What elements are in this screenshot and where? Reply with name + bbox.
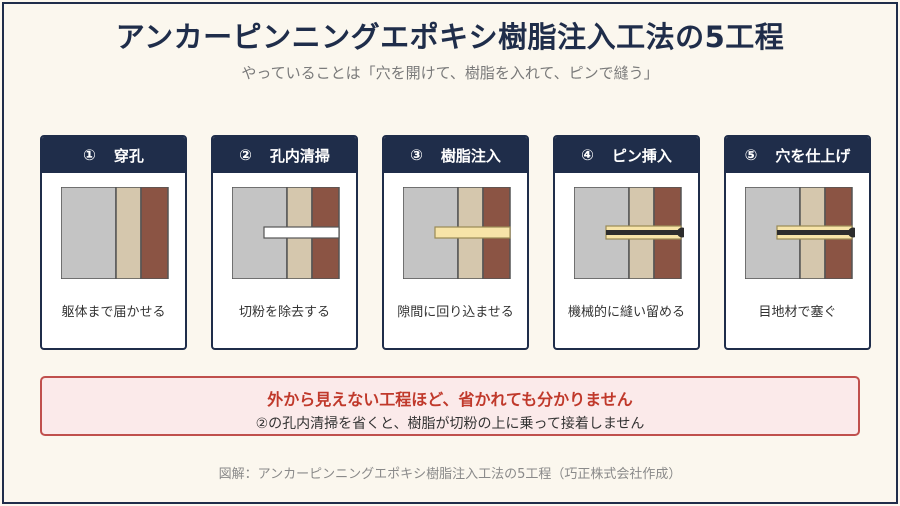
resin-injection-illustration (403, 187, 511, 279)
step-caption: 機械的に縫い留める (567, 305, 685, 320)
step-label: 樹脂注入 (440, 146, 501, 165)
step-caption: 切粉を除去する (238, 305, 330, 320)
diagram-title: アンカーピンニングエポキシ樹脂注入工法の5工程 (115, 20, 785, 54)
step-number: ④ (581, 146, 594, 164)
step-caption: 隙間に回り込ませる (397, 305, 514, 320)
step-number: ② (239, 146, 252, 164)
step-header: ④ ピン挿入 (555, 137, 698, 173)
step-number: ① (83, 146, 96, 164)
step-card-3: ③ 樹脂注入 隙間に回り込ませる (382, 135, 529, 350)
step-header: ③ 樹脂注入 (384, 137, 527, 173)
step-header: ⑤ 穴を仕上げ (726, 137, 869, 173)
step-caption: 目地材で塞ぐ (758, 305, 837, 320)
step-label: 穴を仕上げ (775, 146, 851, 165)
diagram-subtitle: やっていることは「穴を開けて、樹脂を入れて、ピンで縫う」 (241, 64, 659, 82)
step-header: ① 穿孔 (42, 137, 185, 173)
pin-insertion-illustration (574, 187, 684, 279)
figure-caption: 図解：アンカーピンニングエポキシ樹脂注入工法の5工程（巧正株式会社作成） (218, 467, 682, 482)
step-caption: 躯体まで届かせる (61, 305, 166, 320)
step-label: ピン挿入 (611, 146, 672, 165)
step-label: 孔内清掃 (269, 146, 330, 165)
step-card-2: ② 孔内清掃 切粉を除去する (211, 135, 358, 350)
step-card-5: ⑤ 穴を仕上げ 目地材で塞ぐ (724, 135, 871, 350)
warning-detail: ②の孔内清掃を省くと、樹脂が切粉の上に乗って接着しません (255, 416, 645, 432)
step-label: 穿孔 (113, 146, 144, 165)
warning-box: 外から見えない工程ほど、省かれても分かりません ②の孔内清掃を省くと、樹脂が切粉… (40, 376, 860, 436)
step-card-1: ① 穿孔 躯体まで届かせる (40, 135, 187, 350)
cleaning-illustration (232, 187, 340, 279)
finishing-illustration (745, 187, 855, 279)
step-header: ② 孔内清掃 (213, 137, 356, 173)
step-card-4: ④ ピン挿入 機械的に縫い留める (553, 135, 700, 350)
step-number: ③ (410, 146, 423, 164)
warning-headline: 外から見えない工程ほど、省かれても分かりません (267, 390, 633, 409)
step-number: ⑤ (744, 146, 758, 164)
drilling-illustration (61, 187, 169, 279)
